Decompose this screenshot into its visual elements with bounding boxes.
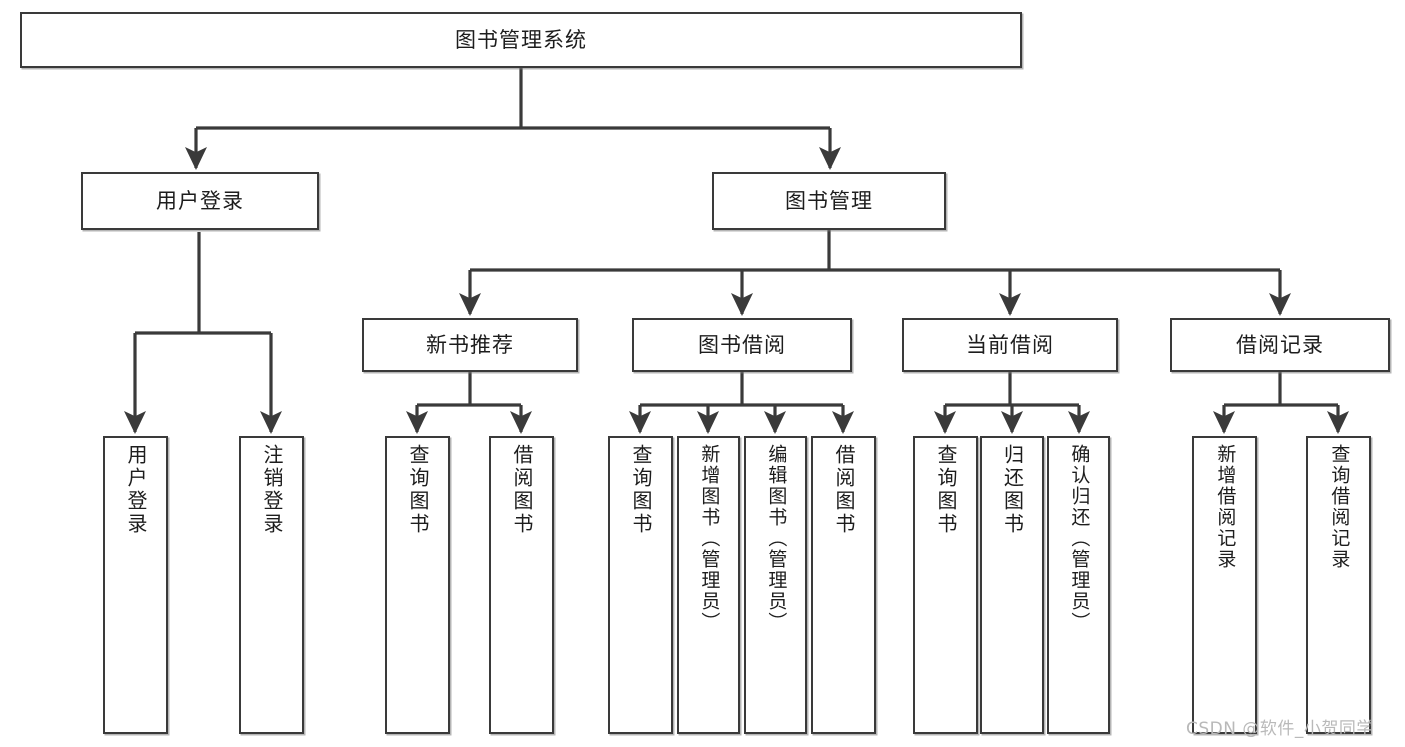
node-book-borrow[interactable]: 图书借阅: [632, 318, 852, 372]
node-leaf-add-record-label: 新增借阅记录: [1214, 444, 1237, 570]
node-leaf-query-book-3-label: 查询图书: [934, 444, 958, 536]
node-leaf-logout-login[interactable]: 注销登录: [239, 436, 304, 734]
node-leaf-confirm-return[interactable]: 确认归还（管理员）: [1047, 436, 1110, 734]
node-new-book-recommend[interactable]: 新书推荐: [362, 318, 578, 372]
node-leaf-query-book-1[interactable]: 查询图书: [385, 436, 450, 734]
node-book-manage-label: 图书管理: [785, 188, 873, 213]
node-leaf-borrow-book-1-label: 借阅图书: [510, 444, 534, 536]
node-leaf-query-record[interactable]: 查询借阅记录: [1306, 436, 1371, 734]
node-leaf-add-book-label: 新增图书（管理员）: [698, 444, 721, 633]
node-leaf-borrow-book-2-label: 借阅图书: [832, 444, 856, 536]
node-leaf-query-book-3[interactable]: 查询图书: [913, 436, 978, 734]
node-leaf-logout-login-label: 注销登录: [260, 444, 284, 536]
node-leaf-edit-book[interactable]: 编辑图书（管理员）: [744, 436, 807, 734]
node-borrow-record-label: 借阅记录: [1236, 332, 1324, 357]
node-leaf-confirm-return-label: 确认归还（管理员）: [1068, 444, 1091, 633]
node-user-login[interactable]: 用户登录: [81, 172, 319, 230]
node-new-book-recommend-label: 新书推荐: [426, 332, 514, 357]
node-leaf-edit-book-label: 编辑图书（管理员）: [765, 444, 788, 633]
csdn-watermark: CSDN @软件_小贺同学: [1186, 719, 1374, 739]
node-current-borrow[interactable]: 当前借阅: [902, 318, 1118, 372]
node-leaf-borrow-book-2[interactable]: 借阅图书: [811, 436, 876, 734]
node-leaf-query-book-2-label: 查询图书: [629, 444, 653, 536]
node-leaf-add-book[interactable]: 新增图书（管理员）: [677, 436, 740, 734]
node-user-login-label: 用户登录: [156, 188, 244, 213]
node-book-manage[interactable]: 图书管理: [712, 172, 946, 230]
node-current-borrow-label: 当前借阅: [966, 332, 1054, 357]
node-leaf-query-record-label: 查询借阅记录: [1328, 444, 1351, 570]
node-borrow-record[interactable]: 借阅记录: [1170, 318, 1390, 372]
node-leaf-add-record[interactable]: 新增借阅记录: [1192, 436, 1257, 734]
node-leaf-user-login-label: 用户登录: [124, 444, 148, 536]
node-leaf-query-book-1-label: 查询图书: [406, 444, 430, 536]
node-leaf-borrow-book-1[interactable]: 借阅图书: [489, 436, 554, 734]
node-leaf-query-book-2[interactable]: 查询图书: [608, 436, 673, 734]
node-leaf-return-book[interactable]: 归还图书: [980, 436, 1044, 734]
node-root[interactable]: 图书管理系统: [20, 12, 1022, 68]
node-root-label: 图书管理系统: [455, 27, 587, 52]
node-book-borrow-label: 图书借阅: [698, 332, 786, 357]
node-leaf-return-book-label: 归还图书: [1000, 444, 1025, 536]
node-leaf-user-login[interactable]: 用户登录: [103, 436, 168, 734]
